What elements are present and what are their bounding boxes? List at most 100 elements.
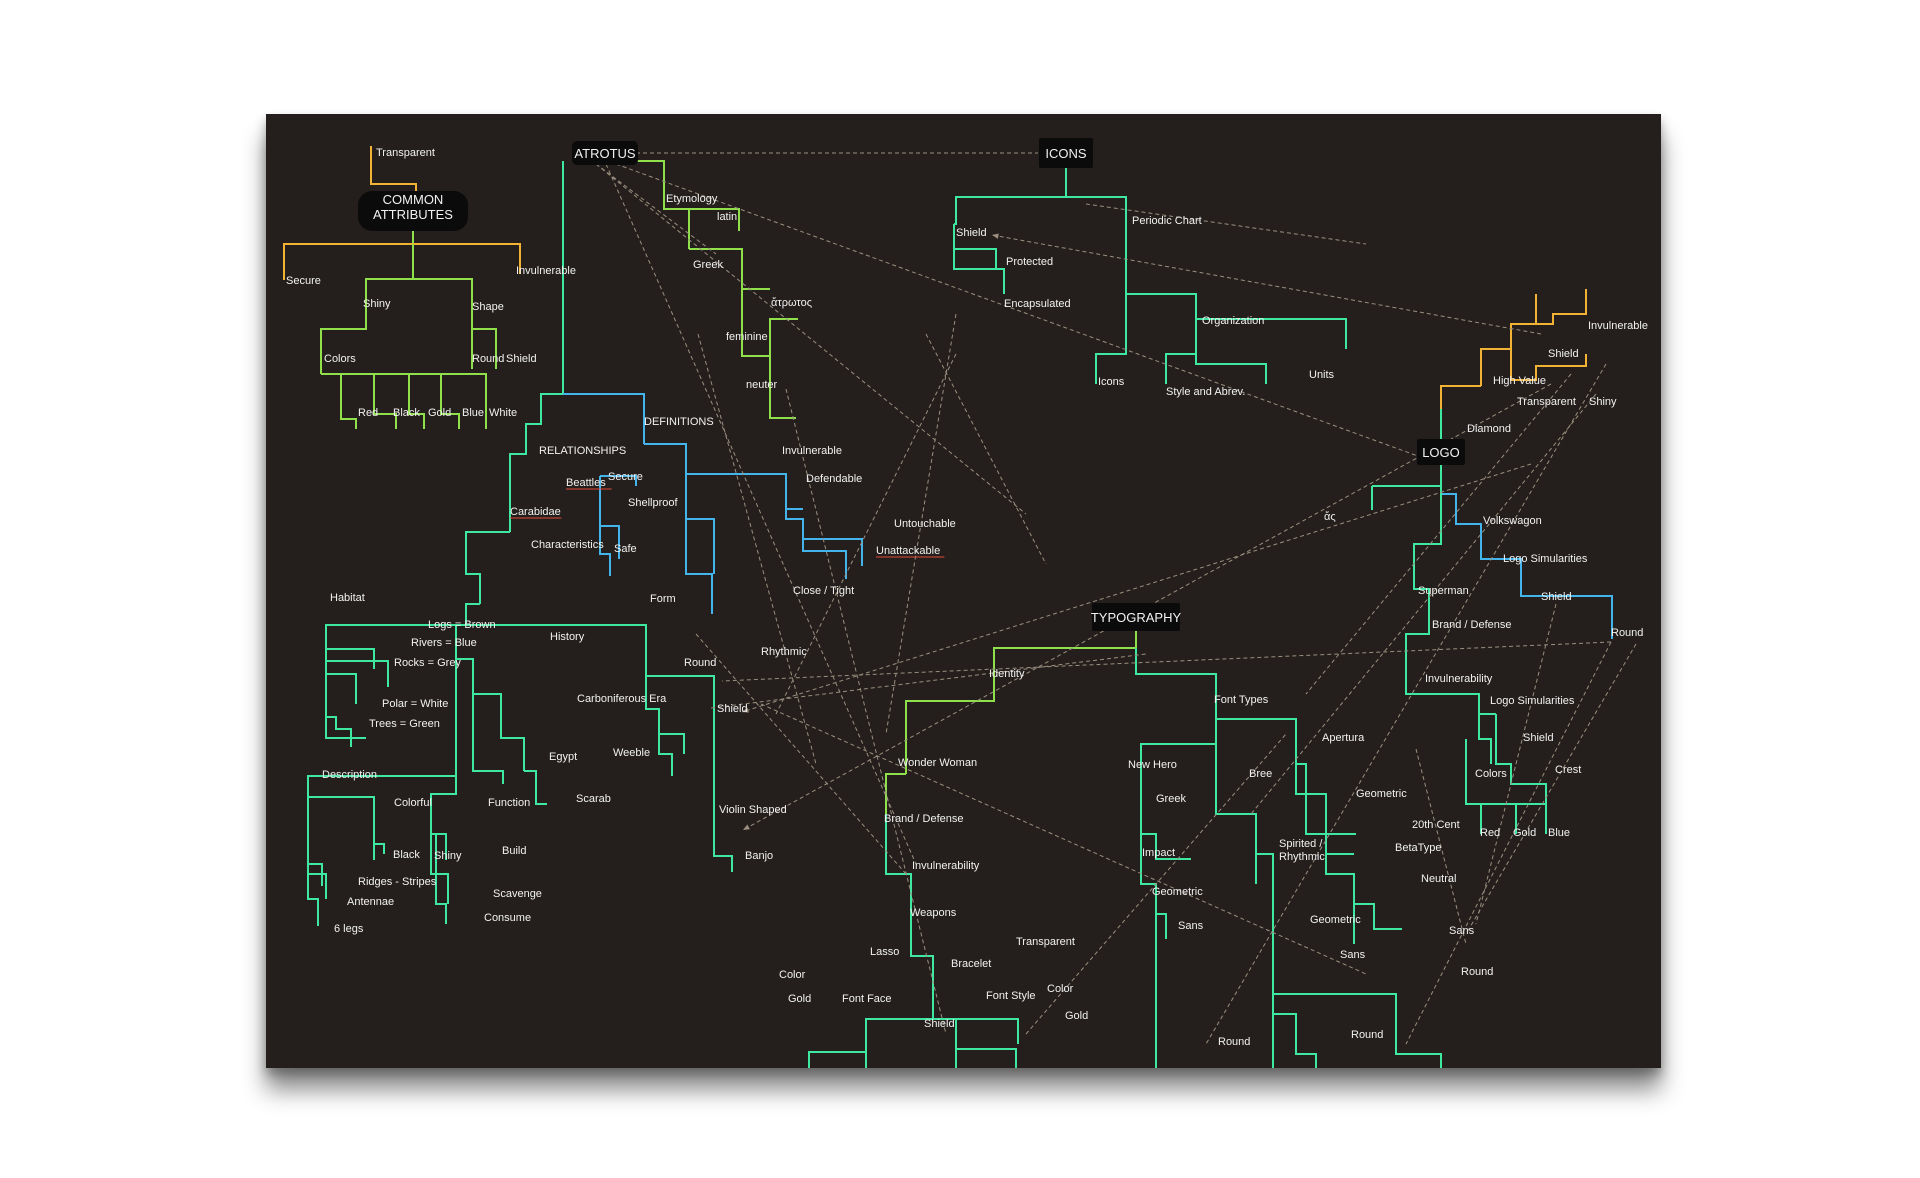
node-label-typography-branch-color: Color [779, 969, 806, 981]
dashed-cross-link [697, 333, 817, 765]
connector-line [808, 1018, 933, 1068]
dashed-cross-link [1405, 641, 1612, 1045]
node-label-characteristics-violin: Violin Shaped [719, 804, 787, 816]
connector-line [645, 676, 685, 754]
connector-line [1155, 914, 1157, 1068]
connector-line [741, 289, 771, 384]
node-label-icons-branch-periodic: Periodic Chart [1132, 215, 1202, 227]
node-label-characteristics-rhythmic: Rhythmic [761, 646, 807, 658]
node-label-characteristics-scavenge: Scavenge [493, 888, 542, 900]
node-label-logo-branch-invulnerable: Invulnerable [1588, 320, 1648, 332]
connector-line [509, 161, 564, 532]
connector-line [325, 624, 456, 708]
node-label-typography-branch-round2: Round [1351, 1029, 1383, 1041]
node-label-typography-branch-round: Round [1218, 1036, 1250, 1048]
connector-line [584, 160, 690, 249]
node-label-atrotus-greek-word: ἄτρωτος [771, 297, 812, 309]
connector-line [1440, 385, 1481, 409]
connector-line [326, 716, 352, 747]
dashed-cross-link [595, 163, 1027, 515]
dashed-cross-link [1205, 363, 1607, 1045]
node-label-characteristics-ridges: Ridges - Stripes [358, 876, 437, 888]
arrowhead-icon [743, 824, 750, 830]
node-label-common-attributes-color-list-4: White [489, 407, 517, 419]
node-label-typography-branch-geometric2: Geometric [1310, 914, 1361, 926]
connector-line [1353, 874, 1402, 930]
node-label-characteristics-consume: Consume [484, 912, 531, 924]
node-label-typography-branch-round3: Round [1461, 966, 1493, 978]
atrotus-hub-box [572, 141, 638, 165]
node-label-typography-branch-geometric3: Geometric [1356, 788, 1407, 800]
node-label-common-attributes-round: Round [472, 353, 504, 365]
node-label-logo-branch-red: Red [1480, 827, 1500, 839]
dashed-cross-link [760, 703, 1367, 975]
node-label-characteristics-description: Description [322, 769, 377, 781]
node-label-characteristics-weeble: Weeble [613, 747, 650, 759]
dashed-cross-links [573, 152, 1637, 1045]
connector-line [1406, 494, 1442, 635]
connector-line [865, 1052, 867, 1068]
connector-line [1165, 319, 1197, 384]
node-label-icons-branch-organization: Organization [1202, 315, 1264, 327]
node-label-typography-branch-identity: Identity [989, 668, 1025, 680]
node-label-definitions-shellproof: Shellproof [628, 497, 678, 509]
node-label-common-attributes-color-list-2: Gold [428, 407, 451, 419]
node-label-characteristics-egypt: Egypt [549, 751, 577, 763]
node-label-logo-branch-colors: Colors [1475, 768, 1507, 780]
connector-line [374, 373, 425, 429]
connector-line [933, 1018, 1019, 1044]
node-label-characteristics-habitat-items-2: Rocks = Grey [394, 657, 461, 669]
connector-line [1135, 648, 1297, 754]
node-label-typography-branch-spirited-1: Rhythmic [1279, 851, 1325, 863]
node-label-typography-branch-font-style: Font Style [986, 990, 1036, 1002]
node-label-characteristics-banjo: Banjo [745, 850, 773, 862]
node-label-icons-branch-encapsulated: Encapsulated [1004, 298, 1071, 310]
node-label-typography-branch-bree: Bree [1249, 768, 1272, 780]
node-label-characteristics-habitat: Habitat [330, 592, 365, 604]
node-label-logo-branch-high-value: High Value [1493, 375, 1546, 387]
connector-line [341, 373, 397, 429]
connector-line [320, 244, 414, 374]
connector-line [953, 224, 997, 269]
node-label-icons-branch-protected: Protected [1006, 256, 1053, 268]
node-label-logo-branch-gold: Gold [1513, 827, 1536, 839]
connector-line [307, 864, 327, 899]
node-label-definitions-safe: Safe [614, 543, 637, 555]
node-label-atrotus-beattles: Beattles [566, 477, 606, 489]
node-label-logo-branch-volkswagon: Volkswagon [1483, 515, 1542, 527]
node-label-atrotus-etymology: Etymology [666, 193, 718, 205]
connector-line [1405, 633, 1496, 715]
connector-line [441, 373, 487, 429]
connector-line [785, 509, 863, 566]
node-label-atrotus-greek: Greek [693, 259, 723, 271]
icons-hub-label: ICONS [1045, 146, 1087, 161]
node-label-characteristics-scarab: Scarab [576, 793, 611, 805]
dashed-cross-link [1475, 603, 1557, 925]
node-label-characteristics-round: Round [684, 657, 716, 669]
node-label-definitions-invulnerable: Invulnerable [782, 445, 842, 457]
node-label-definitions-unattackable: Unattackable [876, 545, 940, 557]
node-label-typography-branch-sans2: Sans [1340, 949, 1366, 961]
node-label-logo-branch-shield2: Shield [1541, 591, 1572, 603]
connector-line [769, 318, 798, 356]
connector-line [1066, 196, 1347, 349]
connector-line [1510, 349, 1587, 381]
node-label-characteristics-form: Form [650, 593, 676, 605]
connector-line [658, 734, 673, 776]
connector-line [436, 833, 447, 860]
common-attributes-hub-label: COMMON [383, 192, 444, 207]
node-label-atrotus-latin: latin [717, 211, 737, 223]
node-label-characteristics-black: Black [393, 849, 420, 861]
node-label-common-attributes-colors: Colors [324, 353, 356, 365]
dashed-cross-link [1465, 643, 1637, 935]
connector-line [456, 658, 474, 694]
dashed-cross-link [991, 234, 1542, 335]
connector-line [1465, 739, 1482, 834]
node-label-atrotus-carabidae: Carabidae [510, 506, 561, 518]
connector-line [689, 248, 770, 290]
node-label-characteristics-carboniferous: Carboniferous Era [577, 693, 667, 705]
node-label-typography-branch-invulnerability: Invulnerability [912, 860, 980, 872]
node-label-typography-branch-wonder: Wonder Woman [898, 757, 977, 769]
